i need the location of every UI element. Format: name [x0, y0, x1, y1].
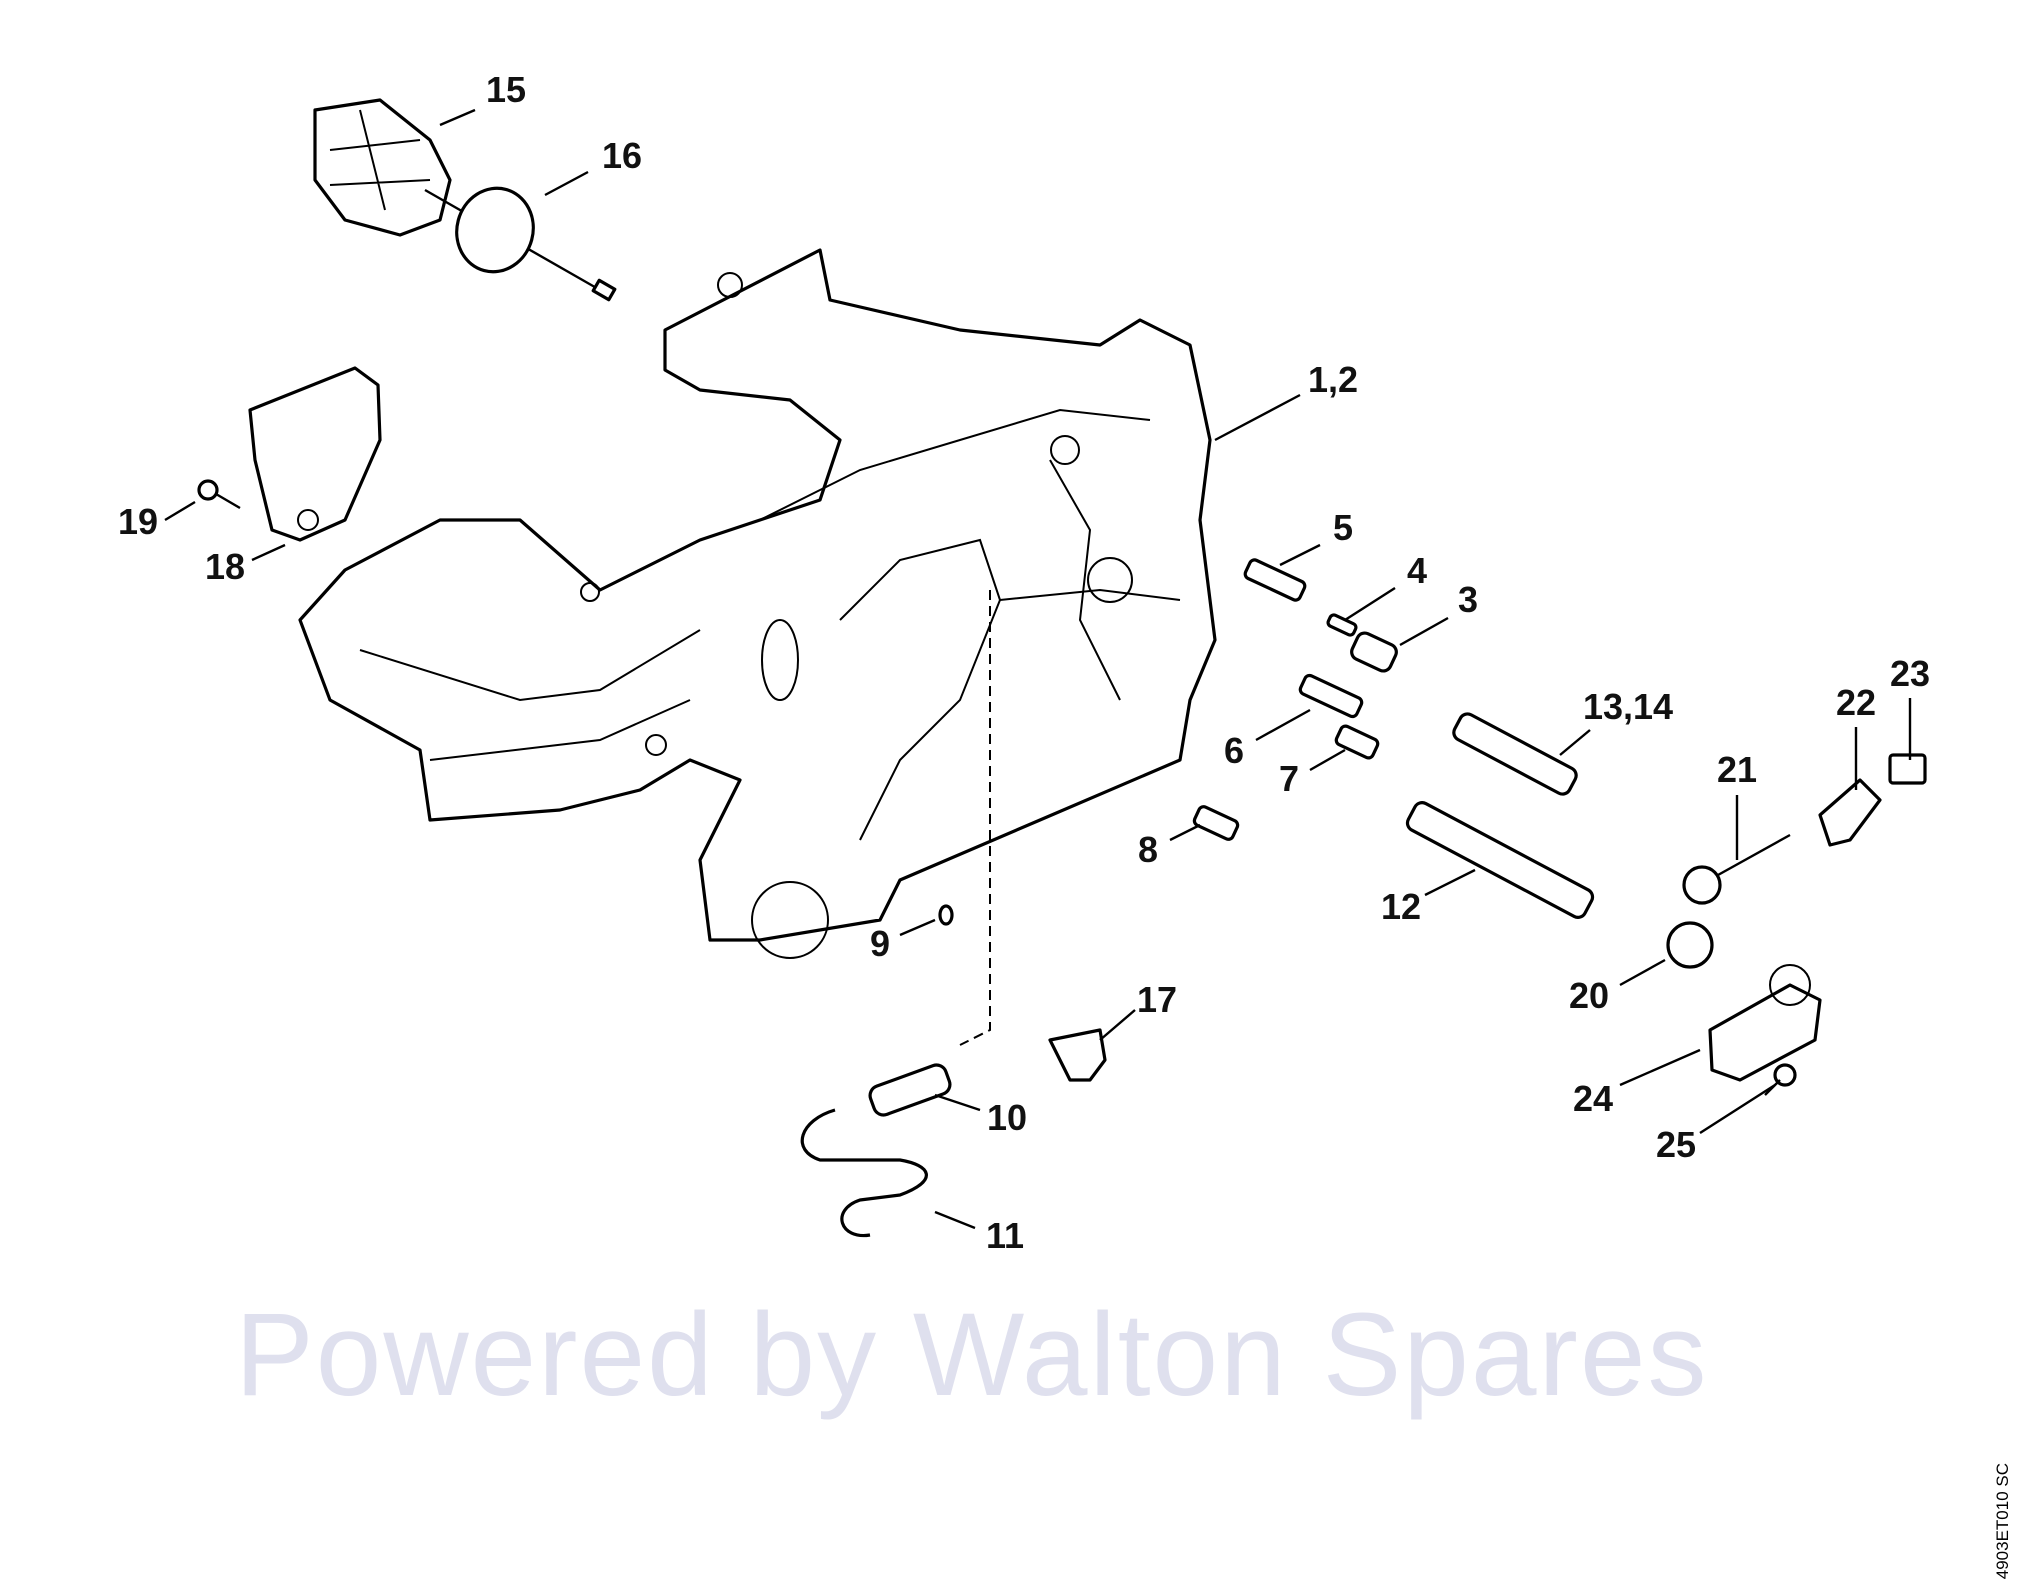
callout-12: 12	[1380, 886, 1422, 927]
part-stud-13-14	[1452, 712, 1578, 796]
part-screw-19	[197, 479, 219, 501]
part-pin-6	[1298, 673, 1364, 719]
callout-13-14: 13,14	[1582, 686, 1674, 727]
callout-7: 7	[1278, 758, 1300, 799]
part-oil-pump	[313, 98, 617, 302]
callout-6: 6	[1223, 730, 1245, 771]
part-pin-8	[1192, 805, 1240, 841]
callout-17: 17	[1136, 979, 1178, 1020]
part-cover	[248, 366, 382, 542]
part-plate-23	[1888, 753, 1927, 785]
callout-3: 3	[1457, 579, 1479, 620]
leader-lines	[164, 108, 1912, 1230]
callout-22: 22	[1835, 682, 1877, 723]
callout-23: 23	[1889, 653, 1931, 694]
callout-8: 8	[1137, 829, 1159, 870]
part-filter-10	[868, 1063, 952, 1117]
callout-19: 19	[117, 501, 159, 542]
callout-9: 9	[869, 923, 891, 964]
part-stud-12	[1405, 801, 1595, 919]
part-sleeve-3	[1350, 631, 1398, 673]
watermark: Powered by Walton Spares	[235, 1289, 1709, 1421]
callout-15: 15	[485, 69, 527, 110]
callout-10: 10	[986, 1097, 1028, 1138]
callout-18: 18	[204, 546, 246, 587]
drawing-code: 4903ET010 SC	[1993, 1462, 2012, 1579]
dashed-assembly-line	[959, 590, 991, 1046]
part-slider-22	[1818, 778, 1882, 847]
callout-16: 16	[601, 135, 643, 176]
callout-24: 24	[1572, 1078, 1614, 1119]
part-o-ring-9	[938, 904, 954, 926]
crankcase-housing	[298, 248, 1217, 959]
part-pin-4	[1326, 613, 1358, 637]
callout-11: 11	[985, 1215, 1025, 1256]
callout-25: 25	[1655, 1124, 1697, 1165]
part-o-ring	[455, 186, 535, 274]
part-gear-20	[1666, 921, 1714, 969]
part-grommet-17	[1048, 1028, 1107, 1082]
callout-20: 20	[1568, 975, 1610, 1016]
part-pin-7	[1334, 724, 1380, 760]
callout-21: 21	[1716, 749, 1758, 790]
part-hose-11	[800, 1108, 928, 1238]
part-tensioner-24	[1708, 983, 1822, 1082]
callout-1-2: 1,2	[1307, 359, 1359, 400]
part-pin-5	[1243, 558, 1307, 602]
callout-5: 5	[1332, 507, 1354, 548]
callout-4: 4	[1406, 550, 1428, 591]
